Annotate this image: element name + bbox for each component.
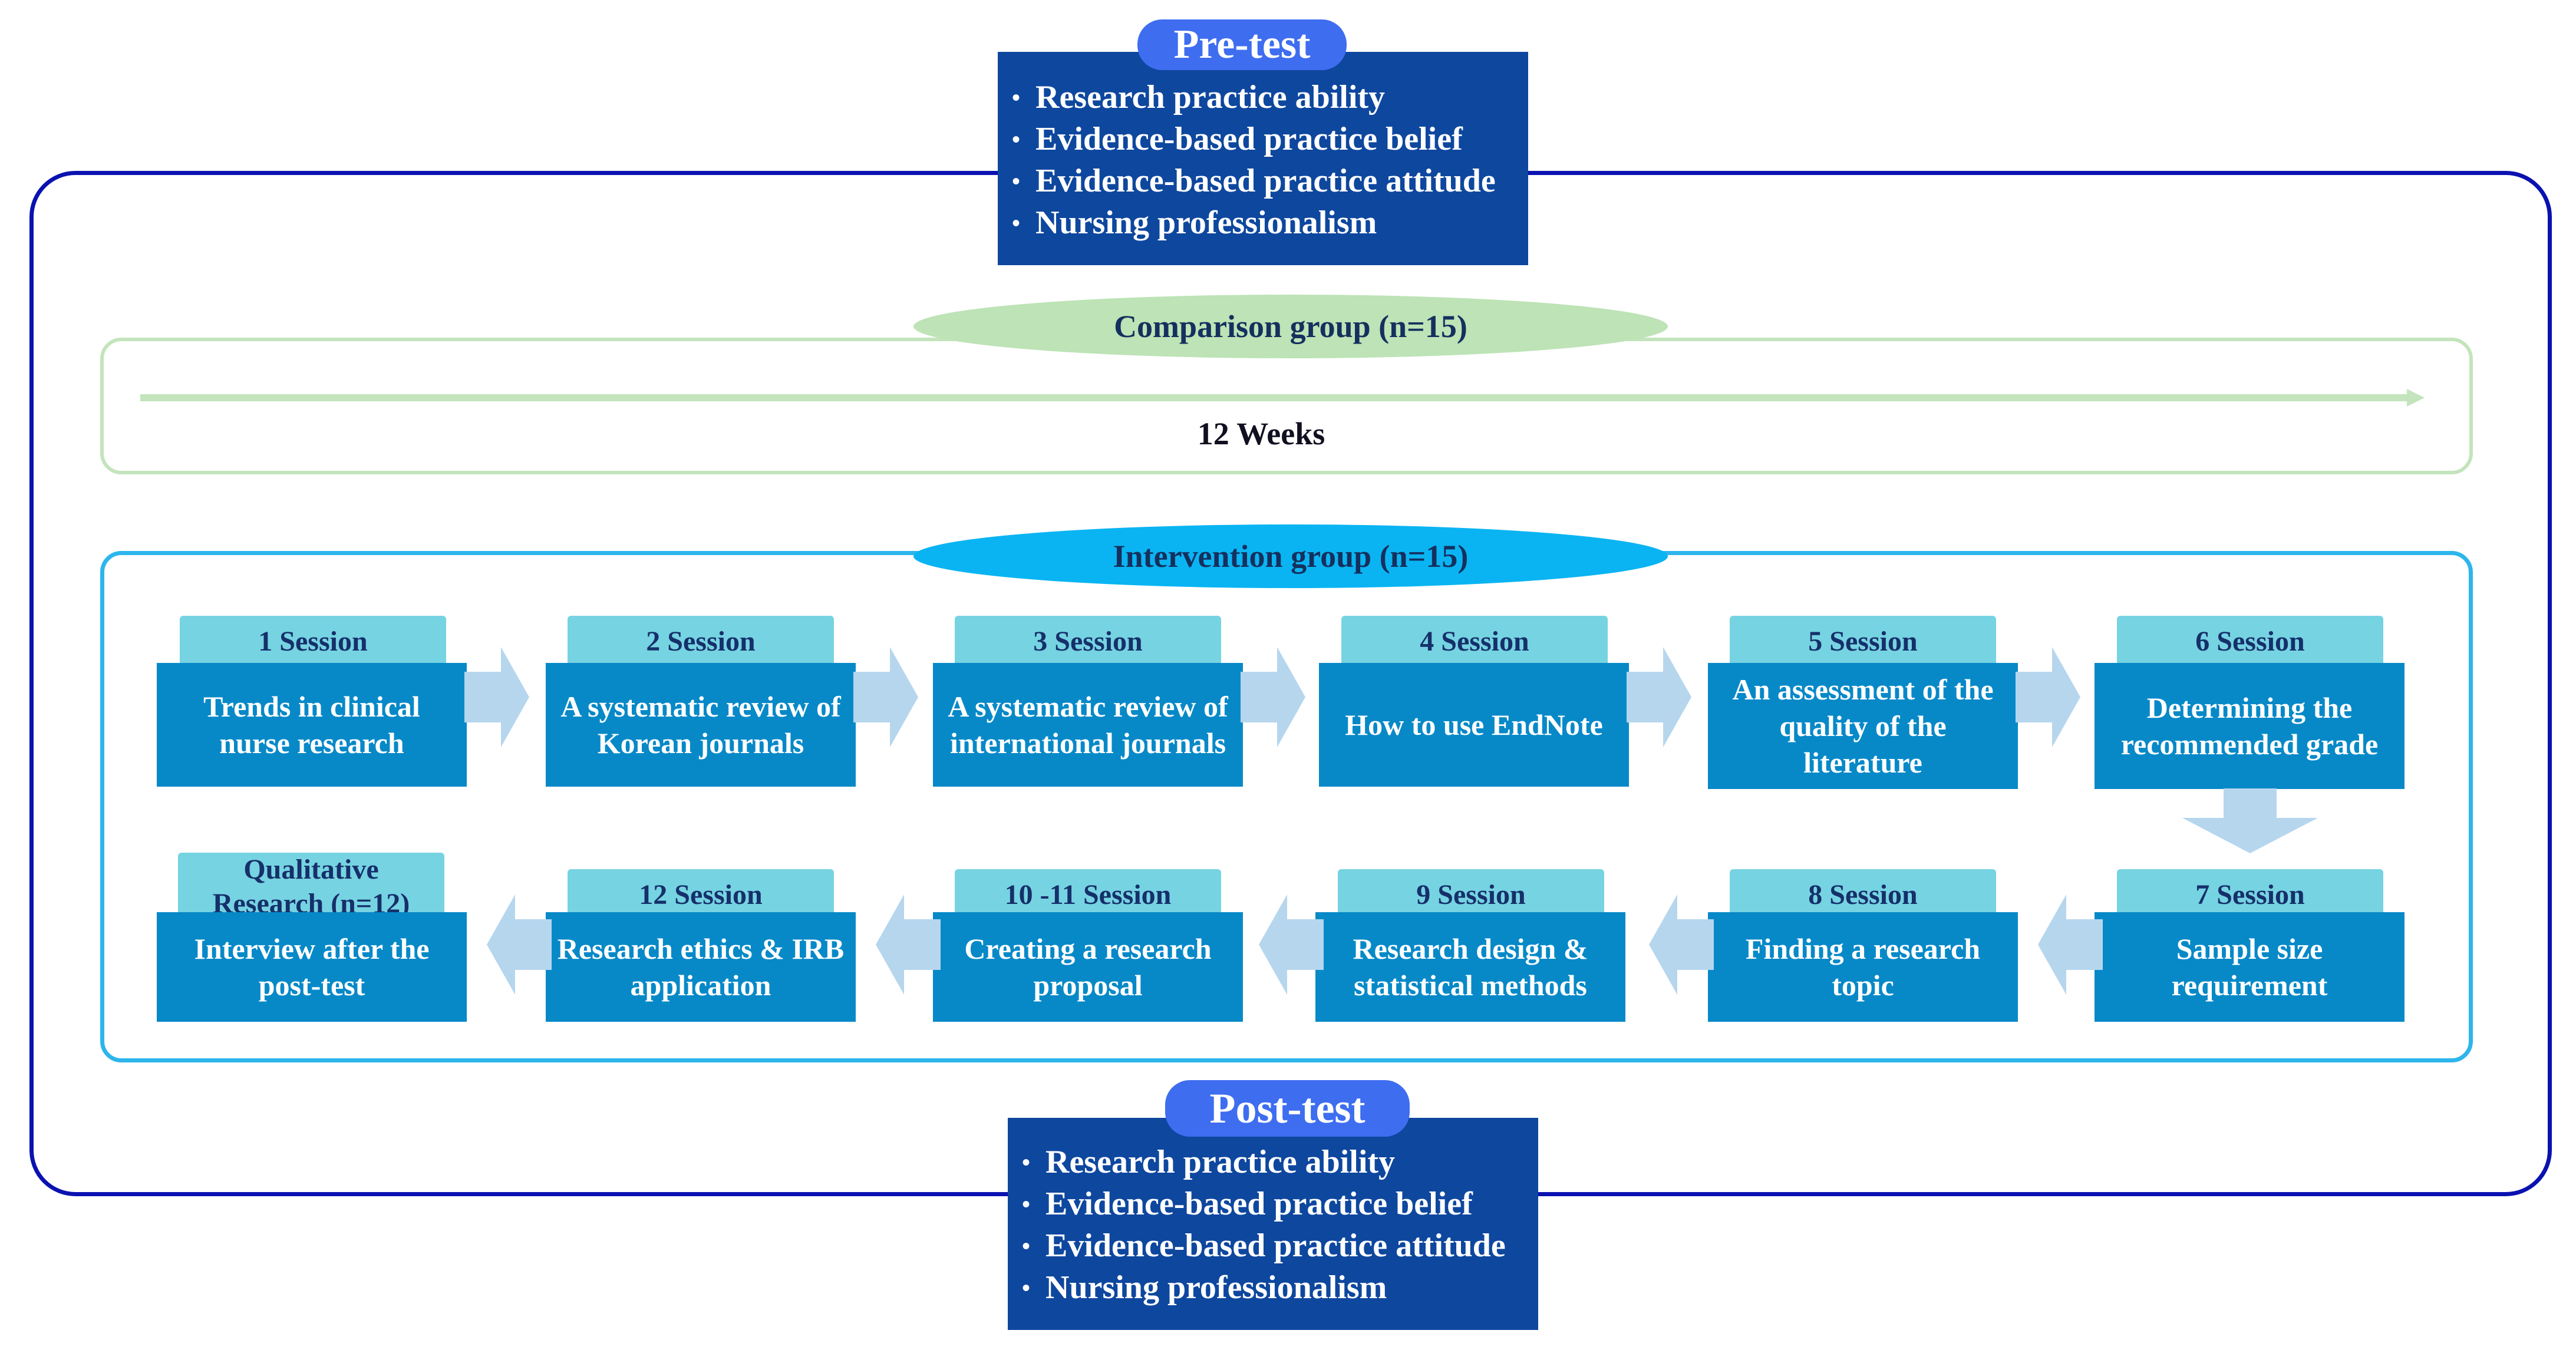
session-6-body: Determining the recommended grade <box>2095 663 2405 789</box>
session-12-body: Research ethics & IRB application <box>546 912 856 1022</box>
session-6-tab: 6 Session <box>2117 616 2383 668</box>
session-10-11-body: Creating a research proposal <box>933 912 1243 1022</box>
session-8-body: Finding a research topic <box>1708 912 2018 1022</box>
left-arrow <box>876 895 941 995</box>
pre-test-item: Nursing professionalism <box>1012 202 1528 244</box>
left-arrow <box>487 895 552 995</box>
right-arrow <box>464 647 529 747</box>
left-arrow <box>1649 895 1714 995</box>
pre-test-item: Evidence-based practice belief <box>1012 118 1528 160</box>
qualitative-research-tab: Qualitative Research (n=12) <box>178 853 444 921</box>
session-7-body: Sample size requirement <box>2095 912 2405 1022</box>
pre-test-list: Research practice ability Evidence-based… <box>1012 77 1528 244</box>
comparison-group-label: Comparison group (n=15) <box>913 295 1668 358</box>
right-arrow <box>1627 647 1691 747</box>
session-1-body: Trends in clinical nurse research <box>157 663 467 787</box>
qualitative-research-body: Interview after the post-test <box>157 912 467 1022</box>
duration-label: 12 Weeks <box>1197 416 1325 451</box>
session-3-tab: 3 Session <box>955 616 1221 668</box>
session-9-body: Research design & statistical methods <box>1315 912 1625 1022</box>
pre-test-item: Evidence-based practice attitude <box>1012 160 1528 202</box>
post-test-list: Research practice ability Evidence-based… <box>1022 1141 1538 1309</box>
pre-test-box: Research practice ability Evidence-based… <box>998 52 1528 265</box>
session-1-tab: 1 Session <box>180 616 446 668</box>
timeline-arrow <box>140 389 2425 407</box>
session-2-tab: 2 Session <box>568 616 834 668</box>
pre-test-title: Pre-test <box>1137 19 1347 70</box>
down-arrow <box>2182 788 2318 853</box>
post-test-item: Nursing professionalism <box>1022 1267 1538 1309</box>
session-4-body: How to use EndNote <box>1319 663 1629 787</box>
right-arrow <box>853 647 918 747</box>
intervention-group-label: Intervention group (n=15) <box>913 524 1668 588</box>
post-test-item: Research practice ability <box>1022 1141 1538 1183</box>
pre-test-item: Research practice ability <box>1012 77 1528 118</box>
left-arrow <box>2038 895 2103 995</box>
left-arrow <box>1259 895 1324 995</box>
right-arrow <box>1241 647 1305 747</box>
post-test-title: Post-test <box>1165 1080 1410 1137</box>
right-arrow <box>2016 647 2080 747</box>
session-3-body: A systematic review of international jou… <box>933 663 1243 787</box>
post-test-item: Evidence-based practice belief <box>1022 1183 1538 1225</box>
session-5-tab: 5 Session <box>1730 616 1996 668</box>
post-test-box: Research practice ability Evidence-based… <box>1008 1118 1538 1330</box>
session-5-body: An assessment of the quality of the lite… <box>1708 663 2018 789</box>
post-test-item: Evidence-based practice attitude <box>1022 1225 1538 1267</box>
session-4-tab: 4 Session <box>1341 616 1608 668</box>
session-2-body: A systematic review of Korean journals <box>546 663 856 787</box>
